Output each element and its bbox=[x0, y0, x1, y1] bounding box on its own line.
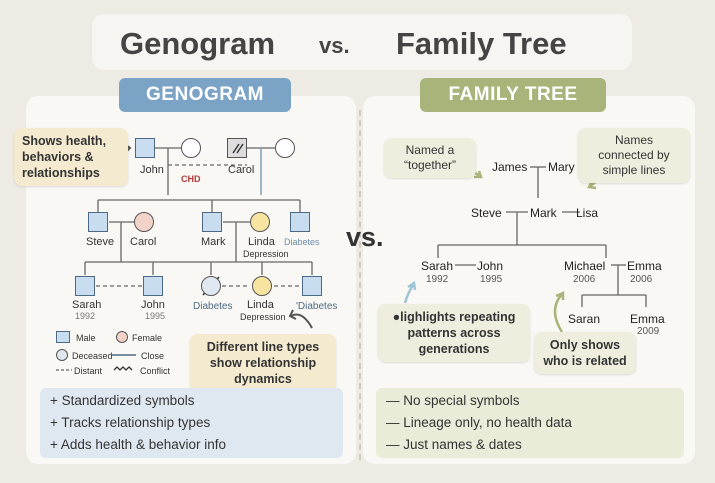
legend-male-swatch bbox=[56, 331, 70, 343]
ft-steve: Steve bbox=[471, 206, 502, 220]
ft-feature-1: — No special symbols bbox=[386, 393, 520, 408]
note-only-related: Only shows who is related bbox=[534, 332, 636, 374]
gen1-carol-label: Carol bbox=[228, 164, 255, 176]
male-symbol-john2 bbox=[143, 276, 163, 296]
genogram-feature-1: + Standardized symbols bbox=[50, 393, 195, 408]
legend-distant: Distant bbox=[74, 366, 103, 376]
chd-label: CHD bbox=[181, 174, 201, 184]
genogram-features: + Standardized symbols + Tracks relation… bbox=[40, 388, 343, 458]
note-together: Named a “together” bbox=[384, 138, 476, 178]
ft-sarah: Sarah bbox=[421, 259, 454, 273]
title-genogram: Genogram bbox=[120, 26, 276, 61]
male-symbol-diabetes bbox=[290, 212, 310, 232]
gen3-linda-label: Linda bbox=[247, 299, 274, 311]
ft-saran: Saran bbox=[568, 312, 601, 326]
ft-emma2: Emma bbox=[630, 312, 665, 326]
legend-conflict: Conflict bbox=[140, 366, 171, 376]
legend-male: Male bbox=[76, 333, 96, 343]
ft-john-year: 1995 bbox=[480, 274, 503, 285]
genogram-pill: GENOGRAM bbox=[119, 78, 291, 112]
gen2-linda-depression: Depression bbox=[243, 249, 289, 259]
legend-close: Close bbox=[141, 351, 165, 361]
male-symbol-diabetes2 bbox=[302, 276, 322, 296]
ft-john: John bbox=[477, 259, 504, 273]
gen1-john-label: John bbox=[140, 164, 164, 176]
ft-james: James bbox=[492, 160, 528, 174]
ft-mary: Mary bbox=[548, 160, 575, 174]
ft-emma2-year: 2009 bbox=[637, 326, 660, 337]
family-tree-pill: FAMILY TREE bbox=[420, 78, 606, 112]
gen3-john-year: 1995 bbox=[145, 311, 166, 321]
male-symbol-deceased bbox=[227, 138, 247, 158]
genogram-feature-2: + Tracks relationship types bbox=[50, 415, 211, 430]
male-symbol-steve bbox=[88, 212, 108, 232]
gen2-diabetes-label: Diabetes bbox=[284, 237, 320, 247]
female-symbol bbox=[181, 138, 201, 158]
ft-mark: Mark bbox=[530, 206, 557, 220]
female-symbol-carol bbox=[275, 138, 295, 158]
ft-feature-2: — Lineage only, no health data bbox=[386, 415, 572, 430]
gen2-carol-label: Carol bbox=[130, 236, 157, 248]
legend-female-swatch bbox=[116, 331, 128, 343]
legend-female: Female bbox=[132, 333, 163, 343]
center-divider bbox=[359, 110, 361, 460]
note-names-connected: Names connected by simple lines bbox=[578, 128, 690, 183]
center-vs: vs. bbox=[346, 222, 384, 252]
ft-emma: Emma bbox=[627, 259, 662, 273]
genogram-feature-3: + Adds health & behavior info bbox=[50, 437, 227, 452]
ft-lisa: Lisa bbox=[576, 206, 599, 220]
legend-deceased-swatch bbox=[56, 349, 68, 361]
family-tree-features: — No special symbols — Lineage only, no … bbox=[376, 388, 684, 458]
ft-sarah-year: 1992 bbox=[426, 274, 449, 285]
male-symbol-sarah bbox=[75, 276, 95, 296]
male-symbol-mark bbox=[202, 212, 222, 232]
title-vs: vs. bbox=[319, 33, 350, 58]
title-family-tree: Family Tree bbox=[396, 26, 567, 61]
female-symbol-linda2 bbox=[252, 276, 272, 296]
male-symbol-john bbox=[135, 138, 155, 158]
gen2-mark-label: Mark bbox=[201, 236, 226, 248]
ft-michael: Michael bbox=[564, 259, 606, 273]
note-patterns: ●lighlights repeating patterns across ge… bbox=[378, 304, 530, 362]
gen3-diabetes-label: Diabetes bbox=[193, 301, 233, 312]
gen3-linda-depression: Depression bbox=[240, 312, 286, 322]
gen3-sarah-label: Sarah bbox=[72, 299, 102, 311]
ft-emma-year: 2006 bbox=[630, 274, 653, 285]
legend-deceased: Deceased bbox=[72, 351, 113, 361]
legend: Male Female Deceased Close Distant Confl… bbox=[50, 327, 174, 379]
gen2-steve-label: Steve bbox=[86, 236, 115, 248]
gen2-linda-label: Linda bbox=[248, 236, 275, 248]
gen3-john-label: John bbox=[141, 299, 165, 311]
gen3-sarah-year: 1992 bbox=[75, 311, 96, 321]
deceased-symbol bbox=[201, 276, 221, 296]
title-banner bbox=[92, 14, 632, 70]
female-symbol-linda bbox=[250, 212, 270, 232]
ft-michael-year: 2006 bbox=[573, 274, 596, 285]
gen3-diabetes2-label: 'Diabetes bbox=[296, 301, 338, 312]
note-health: Shows health, behaviors & relationships bbox=[14, 128, 128, 186]
ft-feature-3: — Just names & dates bbox=[386, 437, 522, 452]
female-symbol-carol2 bbox=[134, 212, 154, 232]
note-line-types: Different line types show relationship d… bbox=[190, 334, 336, 392]
